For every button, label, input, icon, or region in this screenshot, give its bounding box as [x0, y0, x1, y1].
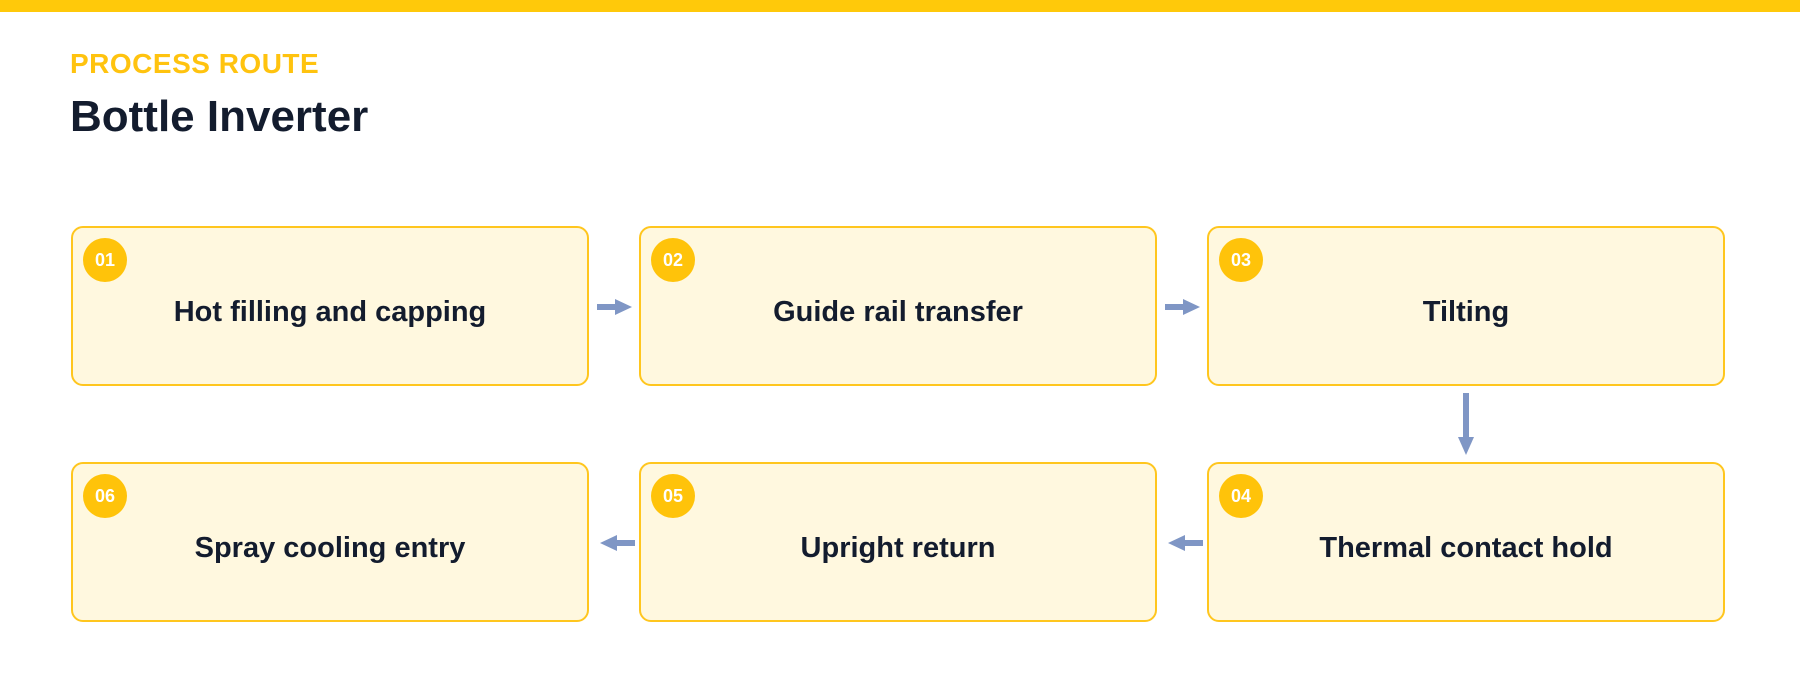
step-5-label: Upright return [800, 532, 996, 564]
arrow-left-icon [1168, 535, 1203, 551]
step-6-label: Spray cooling entry [194, 532, 466, 564]
step-5-box: 05 Upright return [639, 462, 1157, 622]
step-1-box: 01 Hot filling and capping [71, 226, 589, 386]
step-1-number-badge: 01 [83, 238, 127, 282]
step-6-box: 06 Spray cooling entry [71, 462, 589, 622]
step-3-label: Tilting [1422, 296, 1510, 328]
step-2-number-badge: 02 [651, 238, 695, 282]
section-eyebrow: PROCESS ROUTE [70, 48, 320, 79]
arrow-down-icon [1458, 393, 1474, 455]
step-1-label: Hot filling and capping [173, 296, 487, 328]
arrow-right-icon [597, 299, 632, 315]
arrow-left-icon [600, 535, 635, 551]
step-5-number-badge: 05 [651, 474, 695, 518]
step-4-number-badge: 04 [1219, 474, 1263, 518]
step-3-number-badge: 03 [1219, 238, 1263, 282]
page-title: Bottle Inverter [70, 92, 369, 141]
top-accent-bar [0, 0, 1800, 12]
step-4-label: Thermal contact hold [1319, 532, 1613, 564]
step-3-box: 03 Tilting [1207, 226, 1725, 386]
step-4-box: 04 Thermal contact hold [1207, 462, 1725, 622]
step-2-label: Guide rail transfer [773, 296, 1023, 328]
step-6-number-badge: 06 [83, 474, 127, 518]
arrow-right-icon [1165, 299, 1200, 315]
step-2-box: 02 Guide rail transfer [639, 226, 1157, 386]
